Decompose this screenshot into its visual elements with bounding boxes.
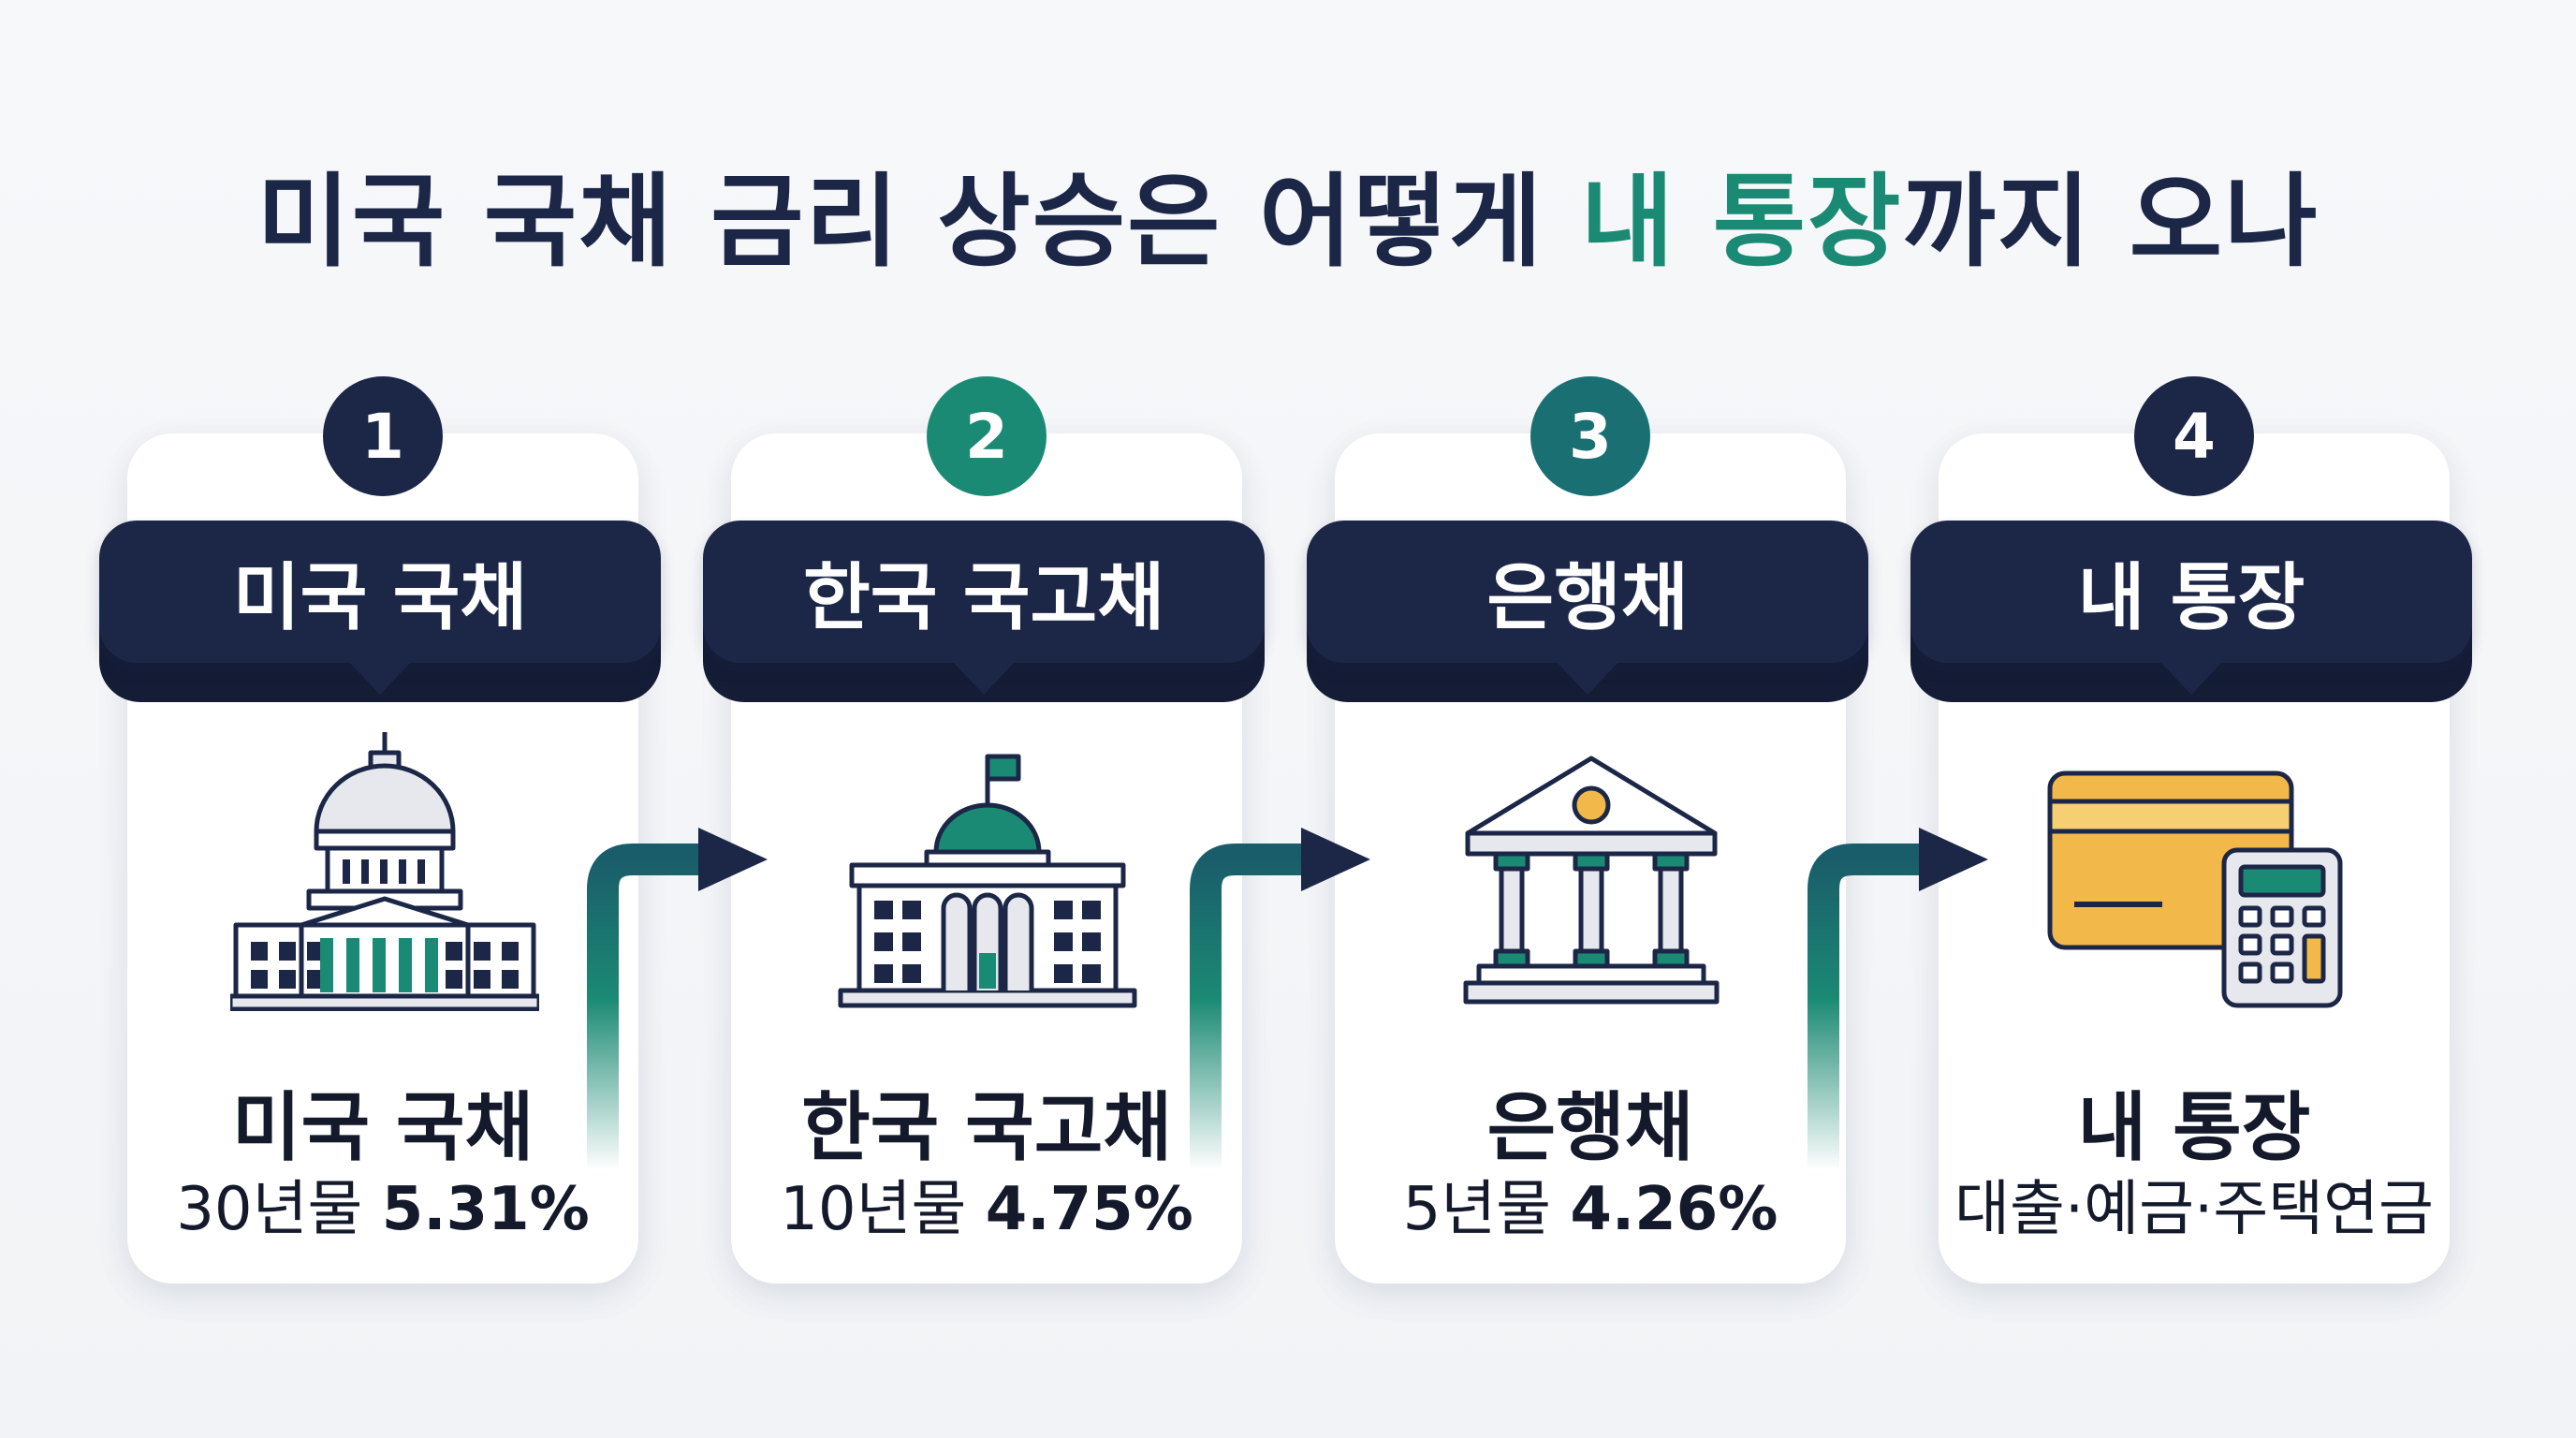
capitol-building-icon (230, 732, 539, 1011)
title-part2: 까지 오나 (1902, 164, 2320, 281)
step-title-3: 은행채 (1486, 1084, 1694, 1171)
bank-icon (1463, 756, 1720, 1005)
step-rate-3: 4.26% (1570, 1175, 1778, 1244)
step-sub-3: 5년물 4.26% (1300, 1161, 1881, 1247)
flow-arrow-2 (1190, 828, 1370, 1170)
step-banner-1: 미국 국채 (99, 521, 661, 695)
step-banner-2: 한국 국고채 (703, 521, 1265, 695)
step-sub-prefix-4: 대출·예금·주택연금 (1954, 1175, 2434, 1244)
step-title-2: 한국 국고채 (801, 1084, 1172, 1171)
step-title-1: 미국 국채 (231, 1084, 534, 1171)
step-sub-prefix-1: 30년물 (176, 1175, 382, 1244)
card-calculator-icon (2047, 770, 2343, 1008)
page-title: 미국 국채 금리 상승은 어떻게 내 통장까지 오나 (0, 140, 2576, 286)
step-banner-3: 은행채 (1307, 521, 1868, 695)
step-rate-2: 4.75% (985, 1175, 1193, 1244)
flow-arrow-3 (1808, 828, 1988, 1170)
step-sub-prefix-2: 10년물 (780, 1175, 986, 1244)
flow-arrow-1 (587, 828, 768, 1170)
step-sub-prefix-3: 5년물 (1402, 1175, 1571, 1244)
step-rate-1: 5.31% (381, 1175, 590, 1244)
step-banner-4: 내 통장 (1910, 521, 2472, 695)
step-number-badge-3: 3 (1530, 376, 1650, 496)
title-part1: 미국 국채 금리 상승은 어떻게 (256, 164, 1581, 281)
step-title-4: 내 통장 (2077, 1084, 2311, 1171)
step-number-badge-2: 2 (927, 376, 1046, 496)
step-sub-2: 10년물 4.75% (696, 1161, 1277, 1247)
government-building-icon (838, 754, 1137, 1008)
title-accent: 내 통장 (1580, 164, 1903, 281)
step-sub-1: 30년물 5.31% (93, 1161, 673, 1247)
step-number-badge-1: 1 (323, 376, 443, 496)
step-number-badge-4: 4 (2134, 376, 2254, 496)
step-sub-4: 대출·예금·주택연금 (1904, 1161, 2484, 1247)
